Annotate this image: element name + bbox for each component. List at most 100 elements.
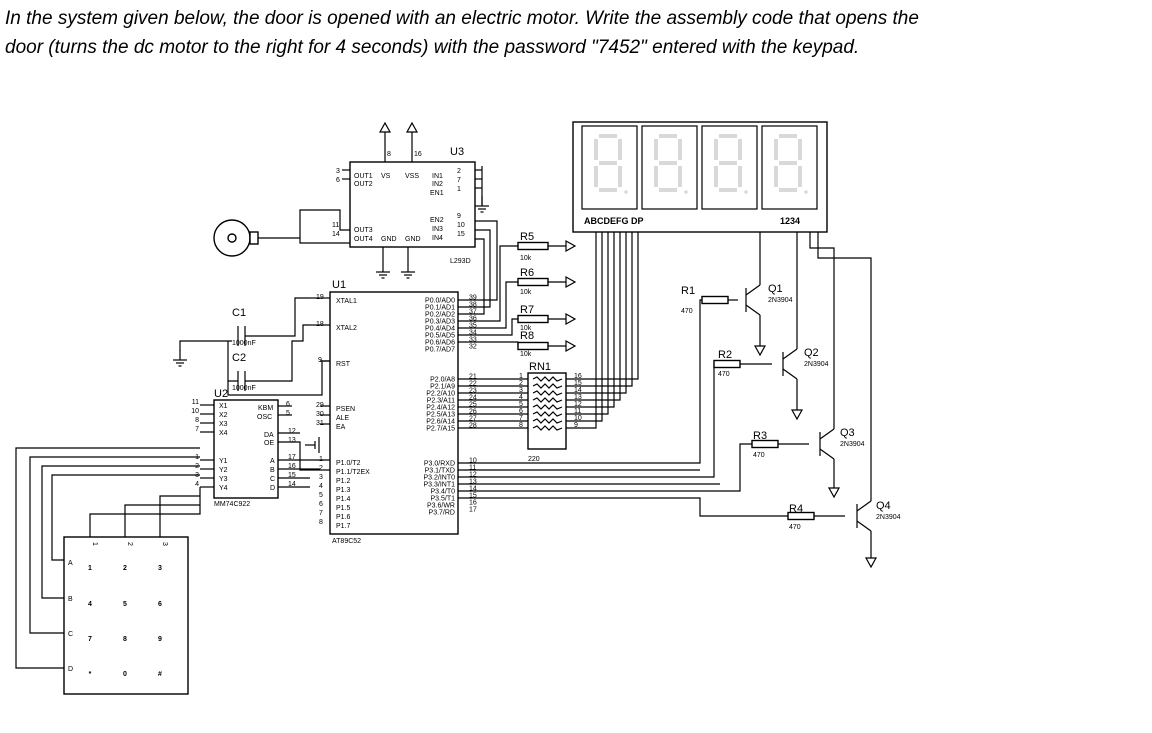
u1-pin-p0-1: P0.1/AD1 — [425, 305, 455, 312]
u1-num-p3-4: 14 — [469, 486, 477, 493]
u3-pin-vss: VSS — [405, 173, 419, 180]
seg-wire — [562, 232, 609, 415]
kp-col1 — [89, 487, 201, 537]
wire — [458, 443, 752, 492]
seg-wire — [562, 232, 633, 387]
transistor-collector — [745, 284, 761, 296]
u1-pin-p0-3: P0.3/AD3 — [425, 319, 455, 326]
c2-value: 1000nF — [232, 385, 256, 392]
r8-ref: R8 — [520, 330, 534, 342]
q2-ref: Q2 — [804, 347, 819, 359]
u3-pin-vs: VS — [381, 173, 391, 180]
r3-ref: R3 — [753, 430, 767, 442]
arrow-icon — [565, 275, 577, 289]
wire — [458, 497, 788, 517]
u3-pin-in2: IN2 — [432, 181, 443, 188]
q4-ref: Q4 — [876, 500, 891, 512]
transistor-emitter — [745, 304, 761, 316]
u1-num-p0-4: 35 — [469, 323, 477, 330]
u1-num-7: 7 — [319, 510, 323, 517]
arrow-icon — [565, 239, 577, 253]
u1-pin-p3-3: P3.3/INT1 — [423, 482, 455, 489]
u1-num-1: 1 — [319, 456, 323, 463]
u1-pin-p2-5: P2.5/A13 — [426, 412, 455, 419]
rn1-num-right: 13 — [574, 394, 582, 401]
rn1-resistor-icon — [532, 383, 563, 389]
u3-num-9: 9 — [457, 213, 461, 220]
u3-part: L293D — [450, 258, 471, 265]
u1-num-p2-6: 27 — [469, 416, 477, 423]
u1-num-4: 4 — [319, 483, 323, 490]
u1-num-p3-3: 13 — [469, 479, 477, 486]
digit-frame — [641, 125, 698, 210]
u1-num-2: 2 — [319, 465, 323, 472]
u1-pin-xtal1: XTAL1 — [336, 298, 357, 305]
q1-ref: Q1 — [768, 283, 783, 295]
u1-part: AT89C52 — [332, 538, 361, 545]
u3-pin-gnd1: GND — [381, 236, 397, 243]
u1-num-9: 9 — [318, 357, 322, 364]
u1-pin-p17: P1.7 — [336, 523, 351, 530]
rn1-resistor-icon — [532, 425, 563, 431]
u2-pin-x: X1 — [219, 403, 228, 410]
u1-num-3: 3 — [319, 474, 323, 481]
u1-pin-p0-4: P0.4/AD4 — [425, 326, 455, 333]
u1-num-p2-5: 26 — [469, 409, 477, 416]
u1-pin-p2-7: P2.7/A15 — [426, 426, 455, 433]
u3-num-2: 2 — [457, 168, 461, 175]
keypad-col-label: 2 — [126, 542, 133, 546]
u2-pin-x: X3 — [219, 421, 228, 428]
wire — [458, 341, 519, 346]
rn1-num-right: 14 — [574, 387, 582, 394]
rn1-body — [527, 372, 567, 450]
u2-num-6: 6 — [286, 401, 290, 408]
wire — [809, 232, 835, 429]
resistor-icon — [517, 241, 549, 251]
q2-part: 2N3904 — [804, 361, 829, 368]
capacitor-c2: C2 1000nF — [232, 352, 256, 392]
r4-ref: R4 — [789, 503, 803, 515]
base-resistors: R1 470 R2 470 R3 470 R4 470 — [681, 285, 803, 531]
display-digits — [581, 125, 818, 210]
en2-wire — [458, 220, 498, 301]
u3-num-8: 8 — [387, 151, 391, 158]
keypad-row-label: C — [68, 631, 73, 638]
keypad-key: 3 — [158, 565, 162, 572]
u1-pin-p12: P1.2 — [336, 478, 351, 485]
u3-pin-out2: OUT2 — [354, 181, 373, 188]
rn1-num-right: 9 — [574, 422, 578, 429]
c2-ref: C2 — [232, 352, 246, 364]
u1-pin-p3-5: P3.5/T1 — [430, 496, 455, 503]
u3-pin-in3: IN3 — [432, 226, 443, 233]
c1-ref: C1 — [232, 307, 246, 319]
rn1-num-left: 4 — [519, 394, 523, 401]
rn1-num-left: 2 — [519, 380, 523, 387]
u3-pin-out3: OUT3 — [354, 227, 373, 234]
rn1-resistor-icon — [532, 390, 563, 396]
keypad-key: * — [89, 671, 92, 678]
digit-frame — [761, 125, 818, 210]
u1-pin-rst: RST — [336, 361, 351, 368]
wire — [245, 324, 310, 382]
kp-col3 — [159, 495, 200, 537]
q3-ref: Q3 — [840, 427, 855, 439]
in4-wire — [458, 238, 485, 315]
u1-num-p0-3: 36 — [469, 316, 477, 323]
u3-num-10: 10 — [457, 222, 465, 229]
wiring — [15, 121, 878, 669]
in3-wire — [458, 229, 491, 308]
rn1-value: 220 — [528, 456, 540, 463]
u1-pin-p3-6: P3.6/WR — [427, 503, 455, 510]
r4-value: 470 — [789, 524, 801, 531]
u1-pin-p2-4: P2.4/A12 — [426, 405, 455, 412]
u2-num-x: 8 — [195, 417, 199, 424]
r6-value: 10k — [520, 289, 532, 296]
u2-pin-y: Y1 — [219, 458, 228, 465]
wire — [458, 364, 715, 478]
rn1-num-right: 12 — [574, 401, 582, 408]
u2-pin-y: Y4 — [219, 485, 228, 492]
u2-pin-out: D — [270, 485, 275, 492]
u1-num-p3-1: 11 — [469, 465, 476, 472]
segment-dp — [684, 190, 688, 194]
